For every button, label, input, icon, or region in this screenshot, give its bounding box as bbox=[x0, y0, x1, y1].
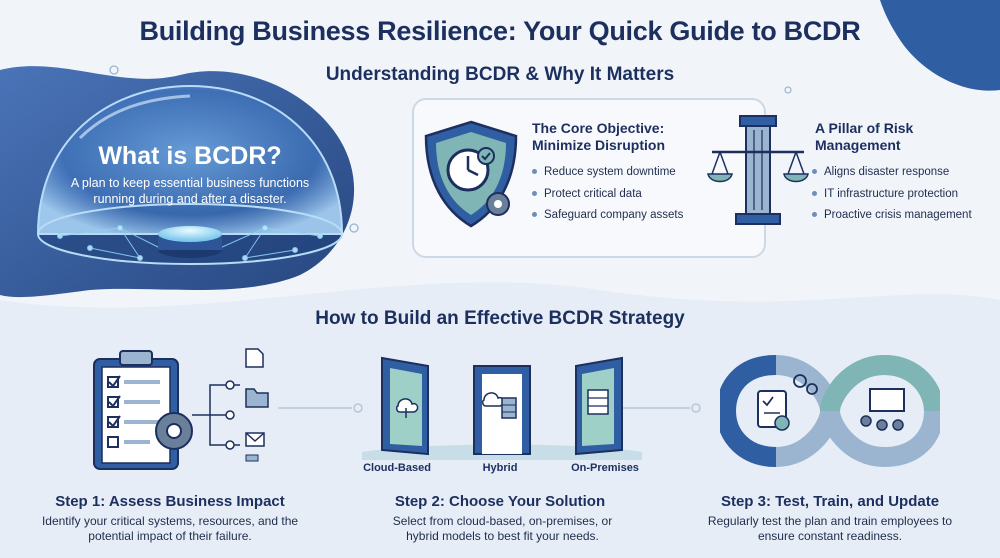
bullet-icon bbox=[812, 190, 817, 196]
dome-illustration bbox=[36, 84, 344, 265]
list-item: Aligns disaster response bbox=[812, 164, 997, 186]
section1-title: Understanding BCDR & Why It Matters bbox=[325, 64, 675, 85]
shield-clock-icon bbox=[424, 120, 518, 228]
page-title: Building Business Resilience: Your Quick… bbox=[139, 16, 861, 46]
section2-title: How to Build an Effective BCDR Strategy bbox=[315, 308, 685, 329]
option-cloud-label: Cloud-Based bbox=[363, 462, 431, 474]
step3-description: Regularly test the plan and train employ… bbox=[707, 514, 953, 543]
infinity-cycle-icon bbox=[720, 355, 940, 467]
solution-doors-icon bbox=[362, 356, 642, 460]
what-is-heading: What is BCDR? bbox=[98, 142, 282, 170]
core-objective-list: Reduce system downtime Protect critical … bbox=[532, 164, 712, 229]
option-hybrid-label: Hybrid bbox=[482, 462, 518, 474]
option-onpremises-label: On-Premises bbox=[571, 462, 639, 474]
bullet-icon bbox=[532, 169, 537, 174]
bullet-icon bbox=[532, 212, 537, 217]
step3-title: Step 3: Test, Train, and Update bbox=[720, 493, 940, 510]
bullet-icon bbox=[812, 169, 817, 174]
pillar-title: A Pillar of Risk Management bbox=[815, 120, 914, 153]
list-item: Protect critical data bbox=[532, 186, 712, 208]
bullet-icon bbox=[812, 212, 817, 217]
step1-title: Step 1: Assess Business Impact bbox=[55, 493, 285, 510]
list-item: IT infrastructure protection bbox=[812, 186, 997, 208]
what-is-description: A plan to keep essential business functi… bbox=[70, 176, 310, 206]
core-objective-title: The Core Objective: Minimize Disruption bbox=[532, 120, 665, 153]
step2-title: Step 2: Choose Your Solution bbox=[394, 493, 606, 510]
step2-description: Select from cloud-based, on-premises, or… bbox=[392, 514, 613, 543]
pillar-list: Aligns disaster response IT infrastructu… bbox=[812, 164, 997, 229]
step1-description: Identify your critical systems, resource… bbox=[41, 514, 299, 543]
list-item: Proactive crisis management bbox=[812, 207, 997, 229]
bullet-icon bbox=[532, 190, 537, 196]
list-item: Reduce system downtime bbox=[532, 164, 712, 186]
clipboard-checklist-icon bbox=[93, 348, 269, 470]
list-item: Safeguard company assets bbox=[532, 207, 712, 229]
pillar-scales-icon bbox=[707, 115, 809, 225]
